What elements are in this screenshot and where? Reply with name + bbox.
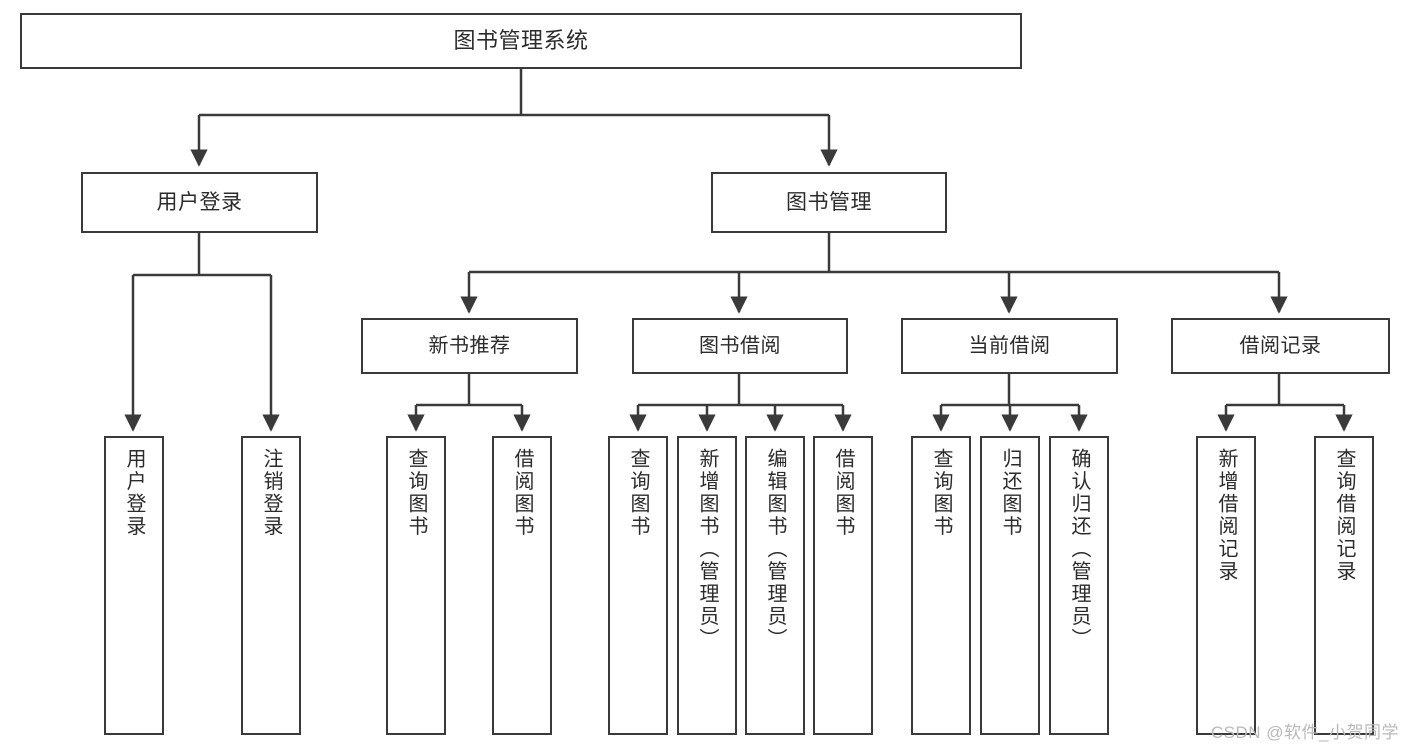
- leaf-user-login-login-label: 用户登录: [123, 448, 145, 538]
- leaf-borrow-record-add[interactable]: 新增借阅记录: [1196, 436, 1256, 735]
- leaf-borrow-record-add-label: 新增借阅记录: [1215, 448, 1237, 583]
- node-book-management[interactable]: 图书管理: [711, 172, 947, 233]
- leaf-new-book-query[interactable]: 查询图书: [386, 436, 446, 735]
- node-borrow-record[interactable]: 借阅记录: [1171, 318, 1390, 374]
- leaf-user-login-logout-label: 注销登录: [260, 448, 282, 538]
- leaf-current-borrow-confirm-label: 确认归还（管理员）: [1068, 448, 1090, 651]
- leaf-current-borrow-query-label: 查询图书: [930, 448, 952, 538]
- leaf-book-borrow-edit-label: 编辑图书（管理员）: [764, 448, 786, 651]
- leaf-book-borrow-borrow[interactable]: 借阅图书: [813, 436, 873, 735]
- node-book-borrow-label: 图书借阅: [699, 334, 781, 357]
- leaf-book-borrow-borrow-label: 借阅图书: [832, 448, 854, 538]
- leaf-book-borrow-query-label: 查询图书: [627, 448, 649, 538]
- node-root-label: 图书管理系统: [453, 27, 589, 53]
- node-borrow-record-label: 借阅记录: [1239, 334, 1322, 357]
- leaf-borrow-record-query[interactable]: 查询借阅记录: [1314, 436, 1374, 735]
- leaf-book-borrow-add-label: 新增图书（管理员）: [696, 448, 718, 651]
- leaf-new-book-borrow[interactable]: 借阅图书: [492, 436, 552, 735]
- node-book-management-label: 图书管理: [786, 190, 872, 214]
- leaf-current-borrow-confirm[interactable]: 确认归还（管理员）: [1049, 436, 1109, 735]
- leaf-current-borrow-return-label: 归还图书: [999, 448, 1021, 538]
- leaf-user-login-login[interactable]: 用户登录: [104, 436, 164, 735]
- leaf-new-book-borrow-label: 借阅图书: [511, 448, 533, 538]
- leaf-new-book-query-label: 查询图书: [405, 448, 427, 538]
- leaf-book-borrow-add[interactable]: 新增图书（管理员）: [677, 436, 737, 735]
- node-root[interactable]: 图书管理系统: [20, 13, 1022, 69]
- node-user-login[interactable]: 用户登录: [81, 172, 318, 233]
- leaf-current-borrow-query[interactable]: 查询图书: [911, 436, 971, 735]
- node-current-borrow-label: 当前借阅: [968, 334, 1051, 357]
- leaf-book-borrow-query[interactable]: 查询图书: [608, 436, 668, 735]
- node-book-borrow[interactable]: 图书借阅: [632, 318, 848, 374]
- node-user-login-label: 用户登录: [156, 190, 243, 214]
- leaf-borrow-record-query-label: 查询借阅记录: [1333, 448, 1355, 583]
- node-current-borrow[interactable]: 当前借阅: [901, 318, 1118, 374]
- leaf-current-borrow-return[interactable]: 归还图书: [980, 436, 1040, 735]
- leaf-user-login-logout[interactable]: 注销登录: [241, 436, 301, 735]
- node-new-book-recommend-label: 新书推荐: [428, 334, 511, 357]
- node-new-book-recommend[interactable]: 新书推荐: [361, 318, 578, 374]
- leaf-book-borrow-edit[interactable]: 编辑图书（管理员）: [745, 436, 805, 735]
